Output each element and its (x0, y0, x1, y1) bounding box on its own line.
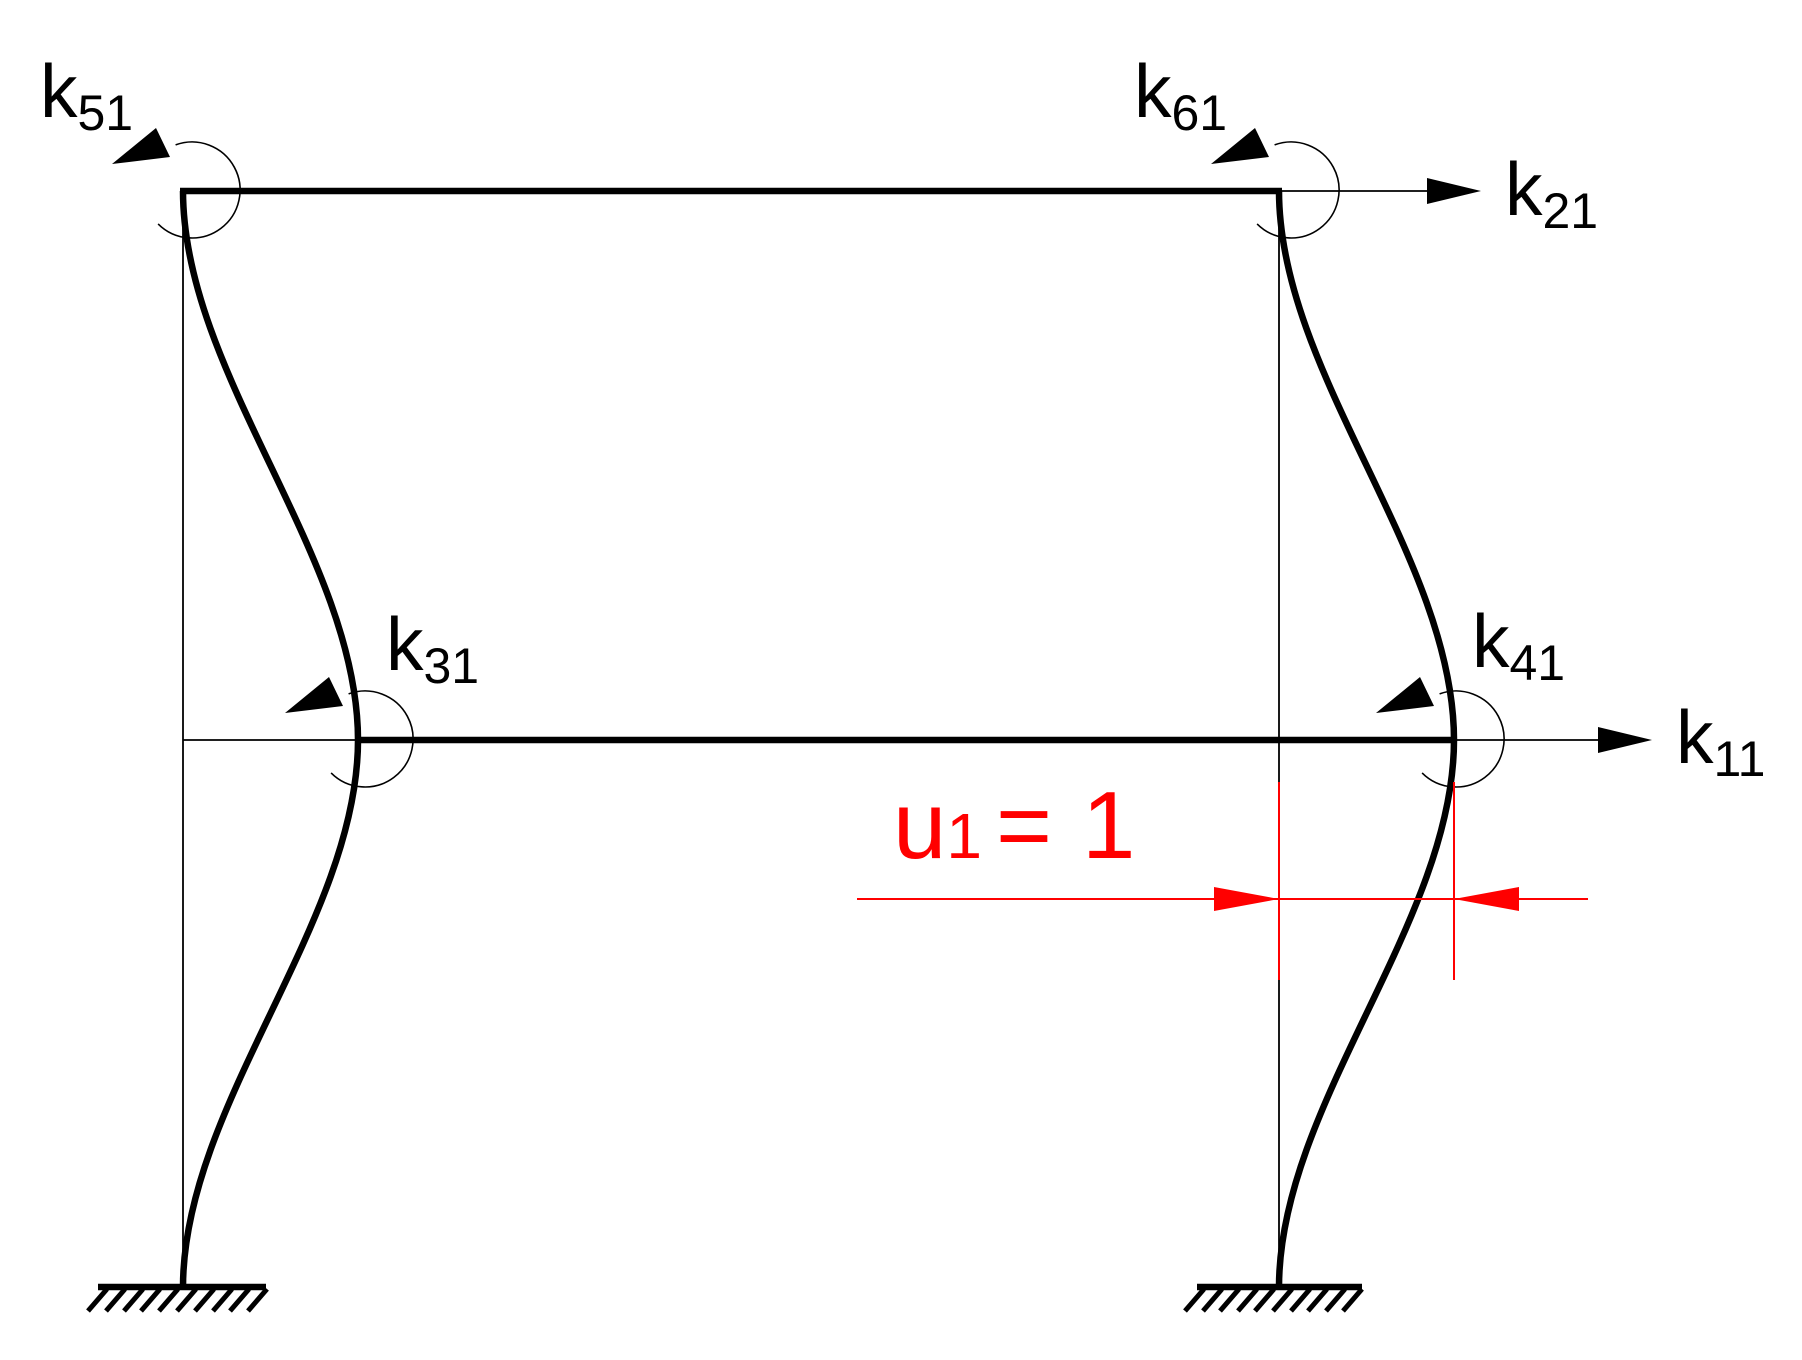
force-arrowhead-k21 (1427, 178, 1481, 204)
labels: k51 k61 k21 k31 k41 k11 u1=1 (40, 49, 1765, 879)
label-k21-base: k (1505, 147, 1543, 231)
label-k41-sub: 41 (1510, 635, 1566, 691)
label-k61-sub: 61 (1172, 85, 1228, 141)
right-fixed-support (1183, 1283, 1364, 1313)
label-k51-base: k (40, 49, 78, 133)
label-k11-base: k (1676, 695, 1714, 779)
left-ground-hatching (86, 1287, 269, 1313)
label-k11: k11 (1676, 695, 1765, 787)
force-arrowhead-k11 (1598, 727, 1652, 753)
left-column-upper-deflected-shape (179, 190, 362, 741)
label-k11-sub: 11 (1714, 731, 1766, 787)
moment-arc-k31 (330, 690, 414, 788)
moment-arrowhead-k31 (285, 677, 343, 713)
moment-arrow-k41 (1376, 677, 1505, 788)
moment-arc-k41 (1421, 690, 1505, 788)
frame-members (179, 187, 1458, 1288)
unit-displacement-dimension (857, 782, 1588, 980)
label-k21-sub: 21 (1543, 183, 1599, 239)
moment-arrow-k31 (285, 677, 414, 788)
moment-arc-k61 (1256, 141, 1340, 239)
label-u1-variable: u (893, 772, 946, 879)
right-column-upper-deflected-shape (1275, 190, 1458, 741)
label-k41: k41 (1472, 599, 1565, 691)
moment-arrowhead-k41 (1376, 677, 1434, 713)
moment-arrowhead-k51 (112, 128, 170, 164)
label-u1-equals-1: u1=1 (893, 772, 1135, 879)
label-u1-subscript: 1 (946, 800, 982, 872)
dimension-arrowhead-right (1454, 887, 1519, 911)
right-column-lower-deflected-shape (1275, 739, 1458, 1288)
label-u1-equals-sign: = (996, 772, 1052, 879)
left-column-lower-deflected-shape (179, 739, 362, 1288)
dimension-arrowhead-left (1214, 887, 1279, 911)
label-k31-sub: 31 (424, 638, 480, 694)
label-k61-base: k (1134, 49, 1172, 133)
label-k51: k51 (40, 49, 133, 141)
label-k61: k61 (1134, 49, 1227, 141)
moment-arrows (112, 128, 1505, 788)
moment-arrow-k51 (112, 128, 241, 239)
moment-arc-k51 (157, 141, 241, 239)
right-ground-hatching (1183, 1287, 1364, 1313)
label-k21: k21 (1505, 147, 1598, 239)
moment-arrow-k61 (1211, 128, 1340, 239)
label-u1-value: 1 (1082, 772, 1135, 879)
label-k31: k31 (386, 602, 479, 694)
left-fixed-support (86, 1283, 269, 1313)
moment-arrowhead-k61 (1211, 128, 1269, 164)
label-k41-base: k (1472, 599, 1510, 683)
force-arrow-k11 (1454, 727, 1652, 753)
label-k51-sub: 51 (78, 85, 134, 141)
force-arrow-k21 (1279, 178, 1481, 204)
label-k31-base: k (386, 602, 424, 686)
